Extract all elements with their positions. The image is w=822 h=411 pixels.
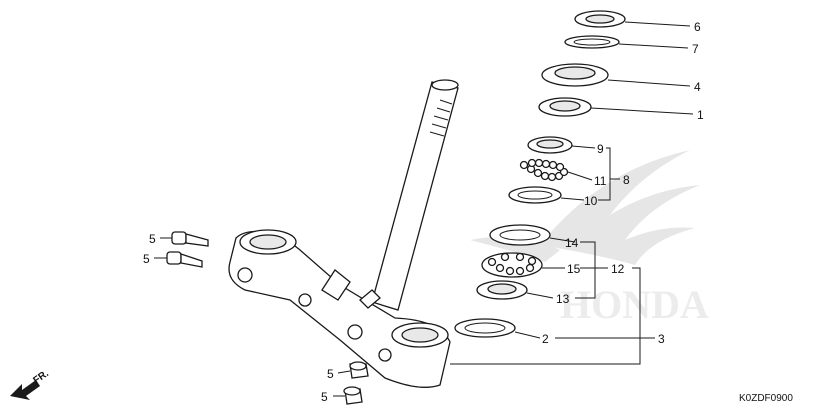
diagram-code: K0ZDF0900 — [739, 393, 793, 404]
callout-15: 15 — [567, 262, 581, 276]
part-1-dust-seal — [538, 97, 592, 117]
callout-13: 13 — [556, 292, 570, 306]
callout-11: 11 — [594, 174, 607, 188]
front-direction-indicator: FR. — [10, 368, 51, 400]
part-7-lock-washer — [564, 35, 620, 49]
part-14-lower-outer-race — [489, 224, 551, 246]
part-2-dust-seal — [454, 318, 516, 338]
callout-5a: 5 — [149, 232, 156, 246]
watermark-text: HONDA — [560, 282, 709, 327]
callout-6: 6 — [694, 20, 701, 34]
part-13-lower-inner-race — [476, 280, 528, 300]
callout-7: 7 — [692, 42, 699, 56]
callout-5b: 5 — [143, 252, 150, 266]
callout-10: 10 — [584, 194, 598, 208]
callout-12: 12 — [611, 262, 625, 276]
callout-8: 8 — [623, 173, 630, 187]
bolt-5-fourth — [343, 386, 363, 405]
part-9-upper-inner-race — [527, 136, 573, 154]
part-15-lower-bearing — [481, 252, 543, 278]
callout-4: 4 — [694, 80, 701, 94]
bolt-5-second — [166, 251, 203, 268]
callout-9: 9 — [597, 142, 604, 156]
callout-5c: 5 — [327, 367, 334, 381]
front-arrow-icon — [10, 380, 40, 400]
steering-stem-tube — [371, 79, 459, 311]
callouts: 6 7 4 1 9 11 8 10 14 15 12 13 2 3 5 5 5 … — [143, 20, 704, 404]
honda-watermark: HONDA — [470, 150, 709, 327]
part-4-adjusting-nut — [541, 63, 609, 87]
bolt-5-third — [349, 361, 369, 379]
callout-2: 2 — [542, 332, 549, 346]
callout-14: 14 — [565, 236, 579, 250]
callout-3: 3 — [658, 332, 665, 346]
under-bracket — [228, 229, 451, 388]
part-6-lock-nut — [574, 10, 626, 28]
callout-5d: 5 — [321, 390, 328, 404]
bolt-5-upper — [171, 231, 209, 247]
leader-lines — [154, 21, 694, 397]
callout-1: 1 — [697, 108, 704, 122]
part-10-upper-outer-race — [508, 186, 562, 204]
part-11-steel-balls — [519, 158, 569, 182]
